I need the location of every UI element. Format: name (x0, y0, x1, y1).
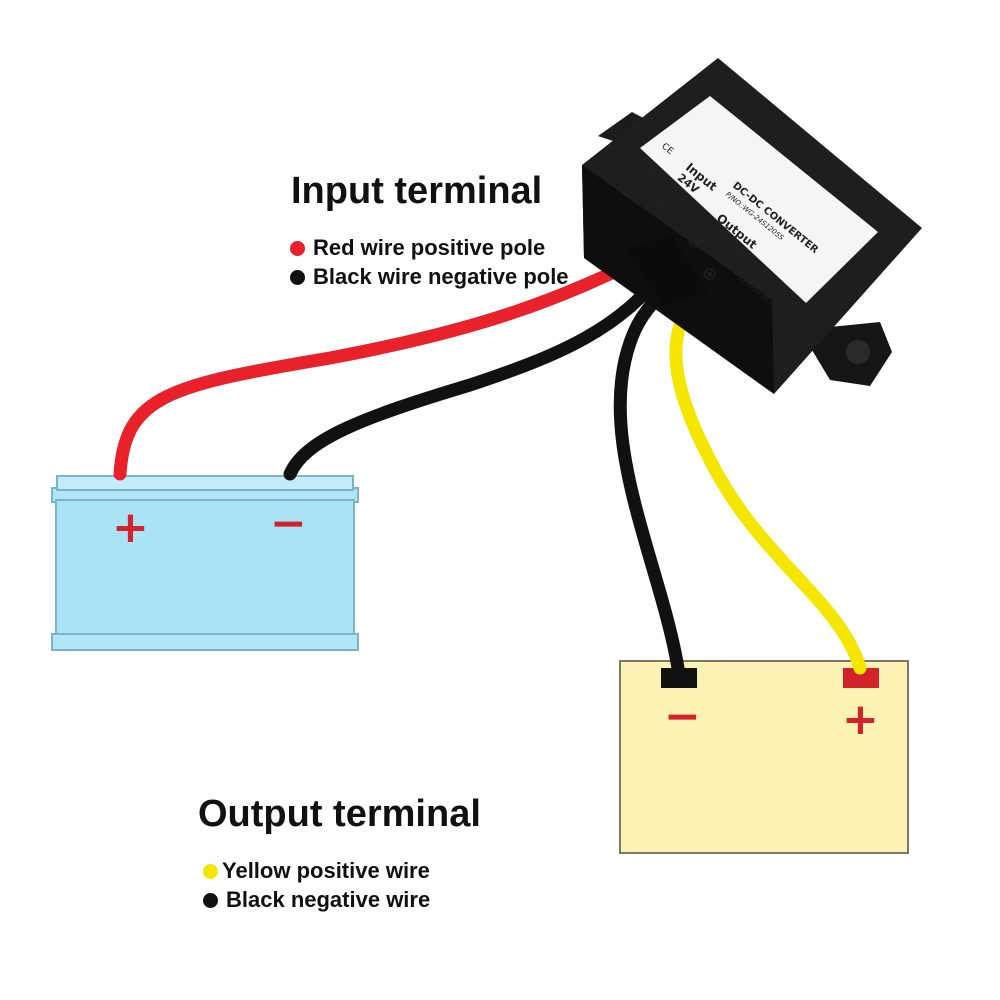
input-legend-red-label: Red wire positive pole (313, 235, 546, 260)
input-terminal-title: Input terminal (291, 170, 543, 212)
converter-mounting-hole (846, 340, 870, 364)
dc-dc-converter: CE Input 24V DC-DC CONVERTER P/NO.:WG-24… (582, 58, 922, 394)
black-dot-icon (203, 892, 218, 908)
yellow-output-wire (669, 283, 867, 675)
output-battery-plus-sign: + (842, 694, 879, 745)
output-negative-terminal (661, 668, 697, 688)
red-dot-icon (290, 240, 305, 256)
output-battery-body (619, 660, 909, 854)
converter-label (640, 96, 878, 303)
output-terminal-title: Output terminal (198, 793, 481, 835)
input-battery-base (51, 633, 359, 651)
black-output-wire (613, 269, 687, 675)
black-input-wire (283, 259, 675, 481)
converter-cable-grommet (626, 236, 708, 306)
input-battery (51, 475, 359, 651)
input-battery-plus-sign: + (112, 502, 149, 553)
red-input-wire (113, 245, 662, 481)
output-battery (619, 660, 909, 854)
output-legend-yellow: Yellow positive wire (203, 858, 430, 884)
output-legend-yellow-label: Yellow positive wire (222, 858, 430, 883)
input-battery-minus-sign: − (270, 498, 307, 549)
output-legend-black: Black negative wire (203, 887, 430, 913)
output-battery-minus-sign: − (664, 691, 701, 742)
yellow-dot-icon (203, 863, 218, 879)
input-legend-red: Red wire positive pole (290, 235, 545, 261)
output-positive-terminal (843, 668, 879, 688)
input-legend-black-label: Black wire negative pole (313, 264, 569, 289)
black-dot-icon (290, 269, 305, 285)
input-battery-lid (56, 475, 354, 491)
input-battery-body (55, 499, 355, 637)
output-legend-black-label: Black negative wire (226, 887, 431, 912)
input-legend-black: Black wire negative pole (290, 264, 569, 290)
